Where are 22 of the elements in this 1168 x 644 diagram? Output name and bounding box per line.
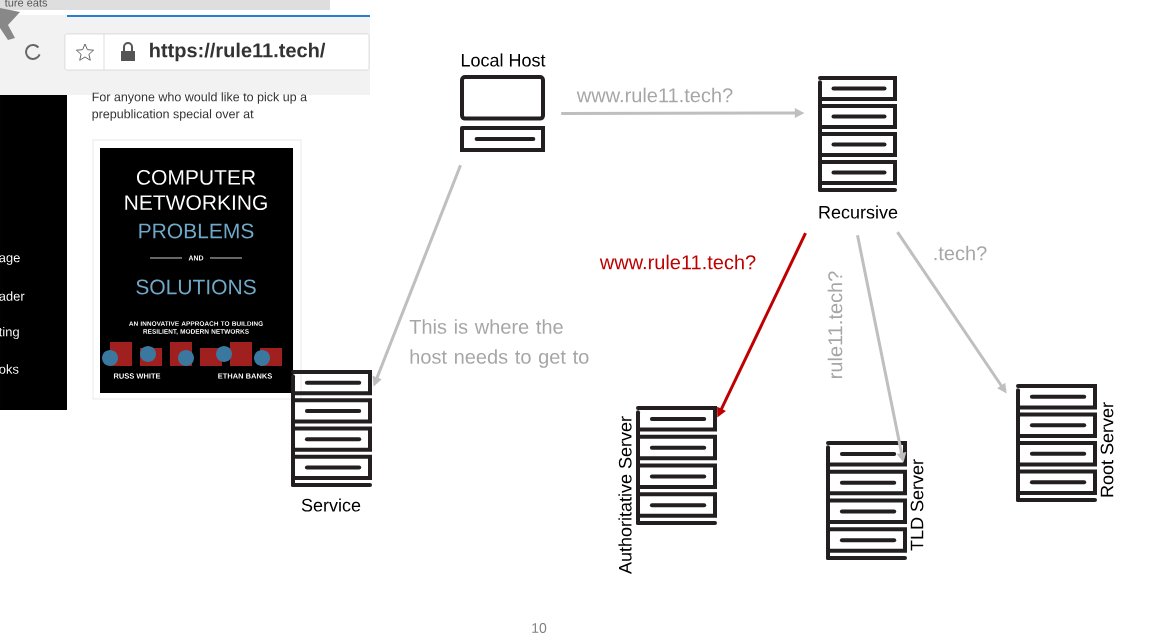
node-label: Local Host bbox=[461, 53, 546, 67]
book-title: SOLUTIONS bbox=[136, 279, 256, 295]
node-label: TLD Server bbox=[910, 459, 924, 551]
node-label: Root Server bbox=[1100, 402, 1114, 497]
body-text: prepublication special over at bbox=[92, 109, 254, 121]
node-label: Service bbox=[301, 498, 361, 512]
edge-label: rule11.tech? bbox=[826, 269, 844, 381]
body-text: For anyone who would like to pick up a bbox=[92, 92, 308, 104]
node-label: Authoritative Server bbox=[618, 416, 632, 574]
book-title: COMPUTER NETWORKING bbox=[125, 169, 267, 211]
tab-label: ture eats bbox=[4, 0, 48, 7]
edge-label: www.rule11.tech? bbox=[598, 253, 758, 271]
note-text: This is where the host needs to get to bbox=[409, 319, 589, 368]
menu-item: age bbox=[0, 255, 20, 265]
book-title: PROBLEMS bbox=[139, 223, 254, 239]
url-text: https://rule11.tech/ bbox=[150, 42, 326, 62]
edge-label: www.rule11.tech? bbox=[575, 86, 735, 104]
menu-item: oks bbox=[0, 364, 19, 374]
node-label: Recursive bbox=[819, 205, 898, 219]
page-number: 10 bbox=[532, 623, 547, 633]
menu-item: ader bbox=[0, 291, 25, 301]
edge-label: .tech? bbox=[931, 244, 989, 262]
